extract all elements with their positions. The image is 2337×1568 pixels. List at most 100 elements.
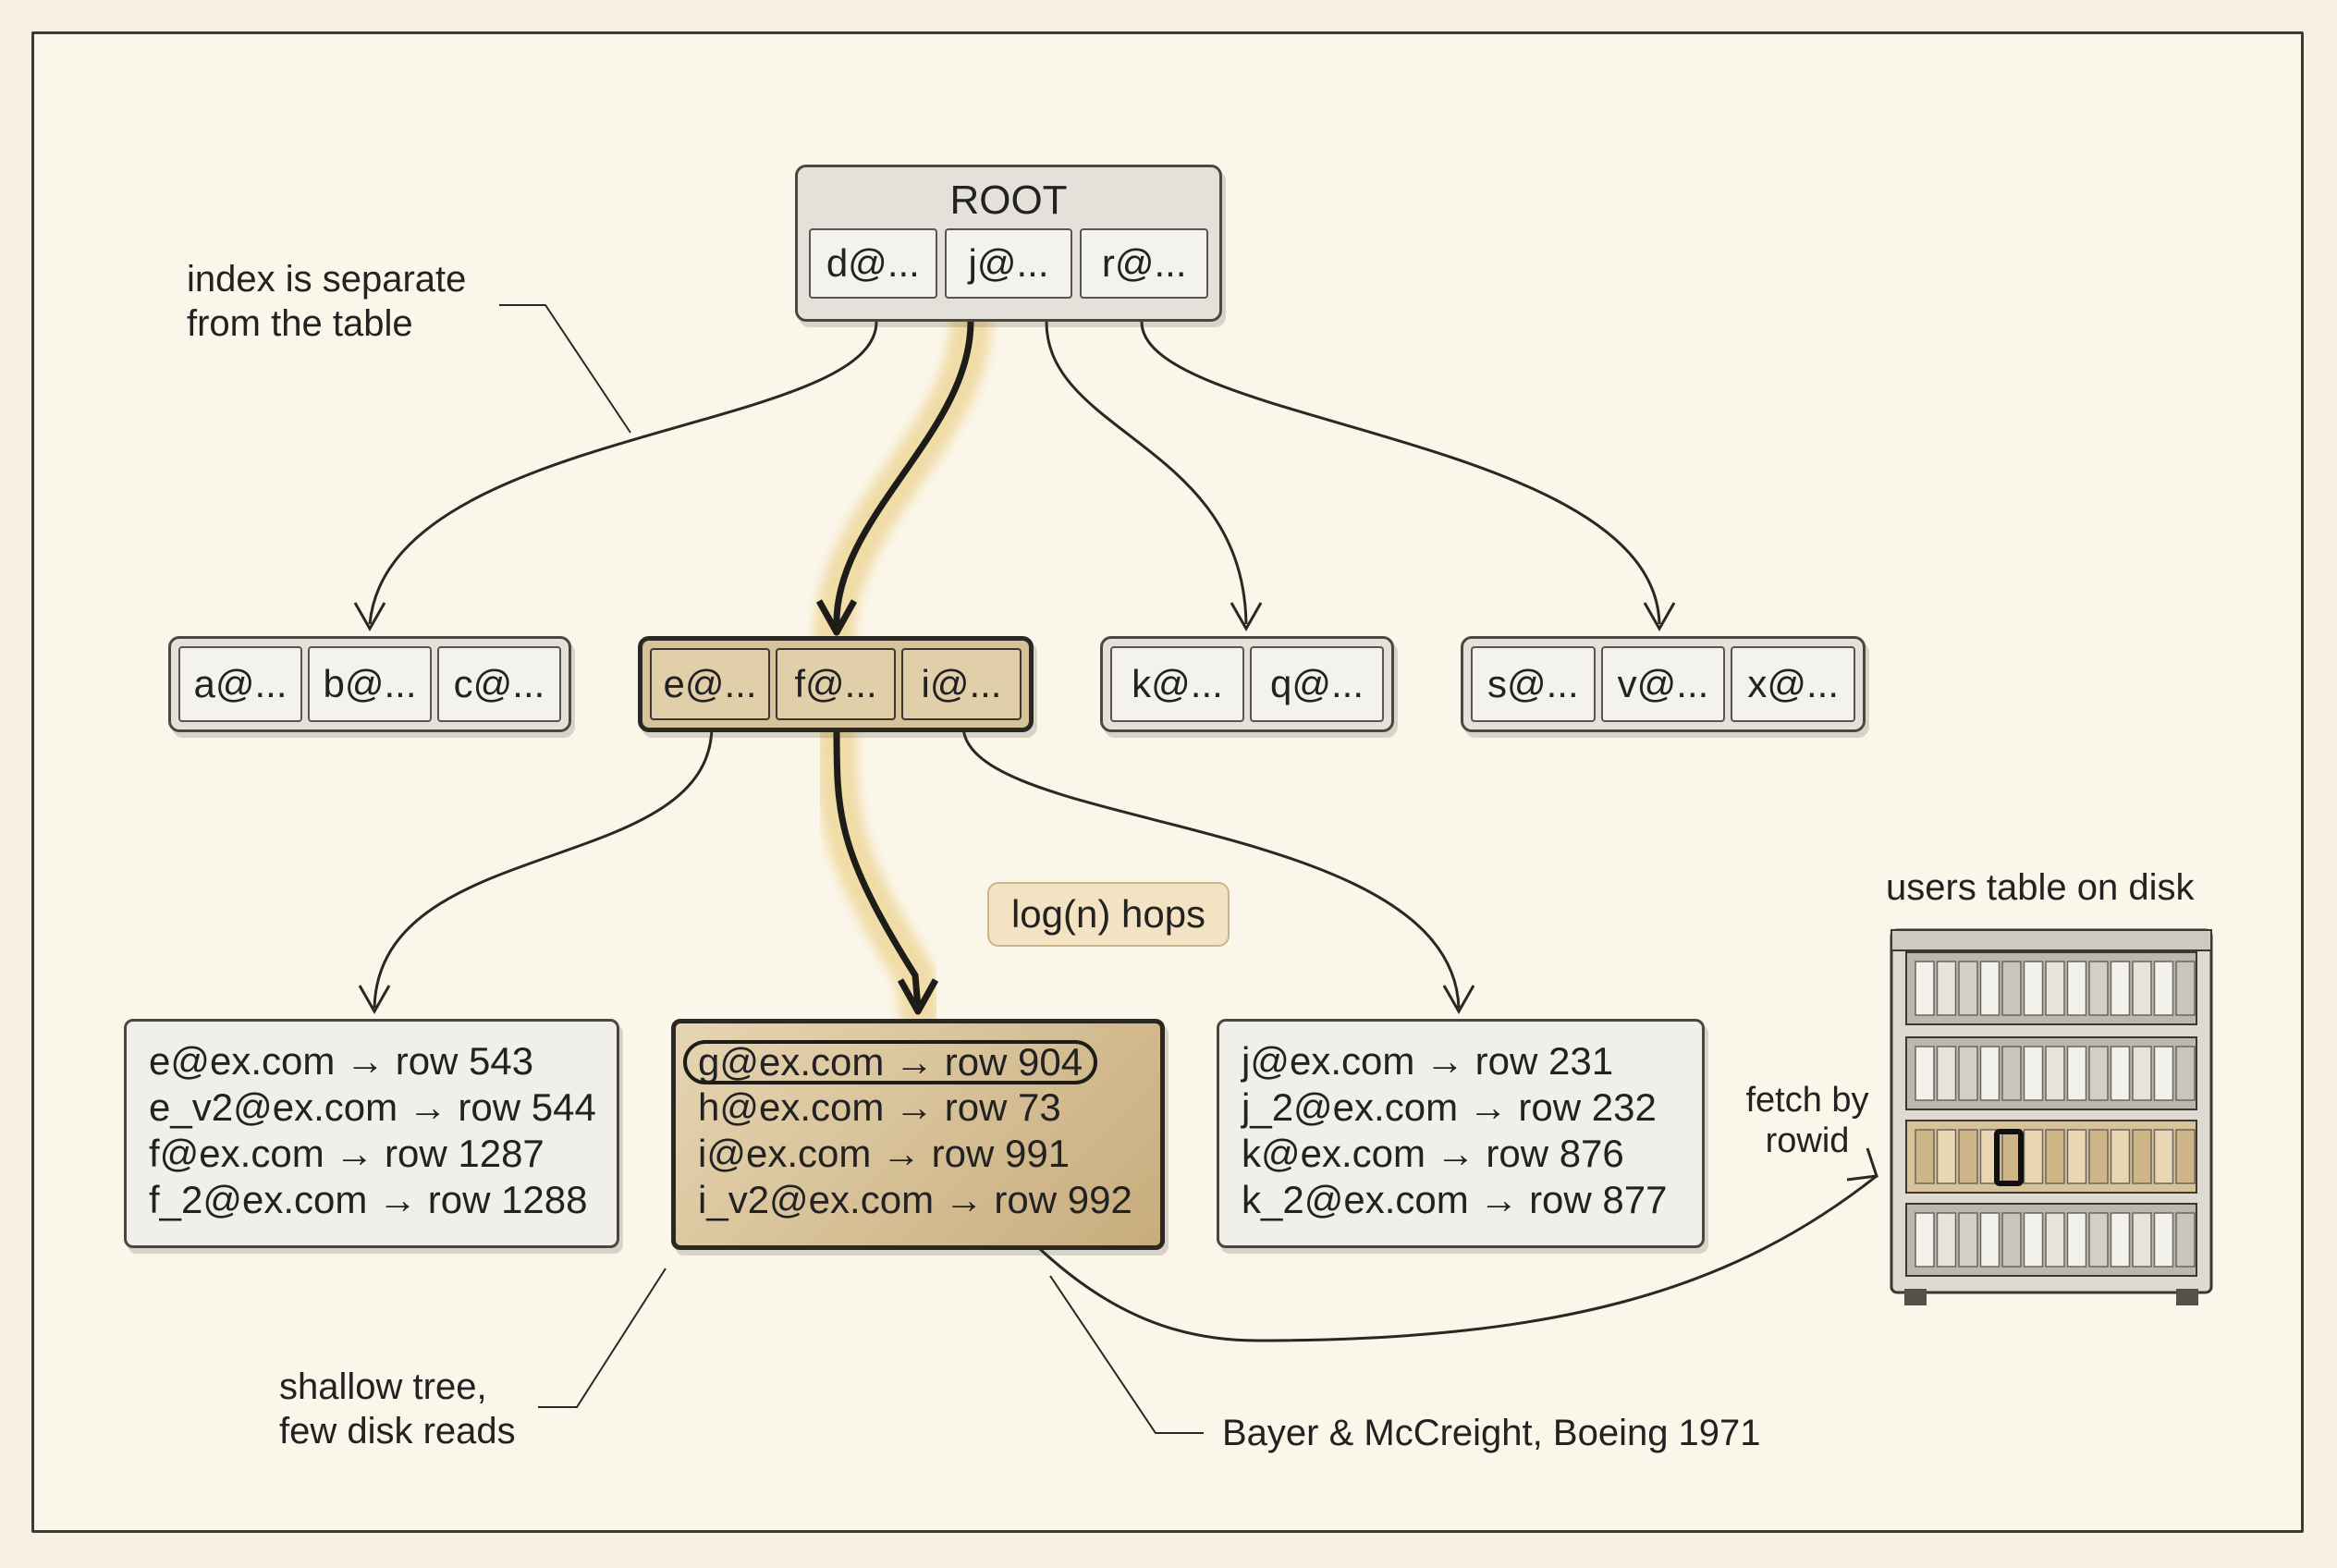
edge-node-e-to-leaf-1 xyxy=(373,725,714,1009)
arrowhead-node-e xyxy=(815,599,858,636)
rack-block xyxy=(2132,1129,2152,1184)
node-key: q@... xyxy=(1250,646,1384,722)
arrowhead-leaf-1 xyxy=(358,985,391,1015)
edge-node-f-to-leaf-2 xyxy=(833,725,922,1009)
node-key: c@... xyxy=(437,646,561,722)
leaf-entry-selected: g@ex.com → row 904 xyxy=(683,1040,1098,1084)
rack-block xyxy=(2110,1129,2131,1184)
rack-block xyxy=(2132,1212,2152,1268)
node-key: k@... xyxy=(1110,646,1244,722)
rack-block xyxy=(2088,1212,2109,1268)
rack-block xyxy=(2045,1129,2065,1184)
fetch-arrowhead xyxy=(1846,1147,1879,1182)
rack-block xyxy=(2023,1046,2044,1101)
rack-block xyxy=(1936,1046,1957,1101)
disk-rack-icon xyxy=(1890,928,2213,1305)
rack-block xyxy=(1979,1212,2001,1268)
leaf-entry: i@ex.com → row 991 xyxy=(698,1132,1071,1175)
rack-block xyxy=(2045,1212,2065,1268)
rack-block xyxy=(2066,1129,2087,1184)
rack-block xyxy=(2132,1046,2152,1101)
rack-block xyxy=(2175,1129,2196,1184)
leaf-entry: k_2@ex.com → row 877 xyxy=(1242,1178,1668,1221)
fetch-note: fetch by rowid xyxy=(1738,1080,1877,1161)
note-line: few disk reads xyxy=(279,1411,516,1452)
rack-block xyxy=(2045,961,2065,1016)
shallow-tree-note: shallow tree, few disk reads xyxy=(279,1365,516,1453)
leaf-entry: f_2@ex.com → row 1288 xyxy=(149,1178,588,1221)
edge-root-to-node-s xyxy=(1140,321,1661,625)
edge-root-to-node-a xyxy=(368,321,878,625)
leaf-entry: e_v2@ex.com → row 544 xyxy=(149,1085,596,1129)
rack-block xyxy=(1936,1212,1957,1268)
internal-node-e: e@... f@... i@... xyxy=(638,636,1034,732)
leaf-entry: j@ex.com → row 231 xyxy=(1242,1039,1614,1083)
root-key: r@... xyxy=(1080,228,1209,299)
root-node: ROOT d@... j@... r@... xyxy=(795,165,1222,322)
arrowhead-node-k xyxy=(1230,602,1263,632)
rack-block xyxy=(2132,961,2152,1016)
leaf-node-1: e@ex.com → row 543 e_v2@ex.com → row 544… xyxy=(124,1019,619,1248)
arrowhead-leaf-3 xyxy=(1442,985,1475,1015)
rack-block xyxy=(2066,961,2087,1016)
index-separate-note: index is separate from the table xyxy=(187,257,466,346)
root-key: j@... xyxy=(944,228,1073,299)
internal-node-a: a@... b@... c@... xyxy=(168,636,571,732)
rack-block xyxy=(2001,1212,2022,1268)
fetched-row-block xyxy=(1994,1129,2024,1186)
note-line: from the table xyxy=(187,303,413,344)
leader-shallow-note xyxy=(538,1268,667,1408)
root-key: d@... xyxy=(809,228,937,299)
rack-block xyxy=(2088,961,2109,1016)
arrowhead-node-a xyxy=(353,602,386,632)
log-hops-badge: log(n) hops xyxy=(987,882,1230,947)
rack-block xyxy=(2110,1212,2131,1268)
rack-block xyxy=(2023,961,2044,1016)
rack-block xyxy=(1915,1212,1935,1268)
rack-block xyxy=(1915,961,1935,1016)
note-line: rowid xyxy=(1765,1121,1850,1160)
arrowhead-node-s xyxy=(1643,602,1676,632)
edge-root-to-node-e xyxy=(833,321,974,630)
rack-block xyxy=(1915,1046,1935,1101)
node-key: i@... xyxy=(901,648,1022,720)
rack-block xyxy=(2110,1046,2131,1101)
note-line: fetch by xyxy=(1745,1081,1869,1120)
root-title: ROOT xyxy=(949,178,1068,223)
leaf-entry: h@ex.com → row 73 xyxy=(698,1085,1061,1129)
rack-block xyxy=(2088,1046,2109,1101)
rack-block xyxy=(1958,1046,1978,1101)
rack-block xyxy=(2153,961,2174,1016)
rack-block xyxy=(2023,1129,2044,1184)
rack-block xyxy=(1936,961,1957,1016)
internal-node-s: s@... v@... x@... xyxy=(1461,636,1866,732)
rack-block xyxy=(1915,1129,1935,1184)
rack-block xyxy=(1979,961,2001,1016)
leaf-entry: f@ex.com → row 1287 xyxy=(149,1132,544,1175)
rack-block xyxy=(2175,1212,2196,1268)
rack-block xyxy=(1936,1129,1957,1184)
node-key: a@... xyxy=(178,646,302,722)
rack-block xyxy=(2045,1046,2065,1101)
credit-note: Bayer & McCreight, Boeing 1971 xyxy=(1222,1413,1761,1453)
rack-block xyxy=(2001,1046,2022,1101)
leaf-entry: e@ex.com → row 543 xyxy=(149,1039,534,1083)
rack-block xyxy=(2153,1129,2174,1184)
node-key: b@... xyxy=(308,646,432,722)
rack-block xyxy=(2023,1212,2044,1268)
rack-block xyxy=(2066,1046,2087,1101)
edge-root-to-node-k xyxy=(1045,321,1248,625)
rack-block xyxy=(1979,1046,2001,1101)
rack-block xyxy=(2110,961,2131,1016)
rack-block xyxy=(2175,1046,2196,1101)
node-key: x@... xyxy=(1731,646,1856,722)
disk-title: users table on disk xyxy=(1886,867,2195,908)
node-key: e@... xyxy=(650,648,770,720)
internal-node-k: k@... q@... xyxy=(1100,636,1394,732)
leaf-entry: j_2@ex.com → row 232 xyxy=(1242,1085,1657,1129)
rack-block xyxy=(2153,1212,2174,1268)
node-key: f@... xyxy=(776,648,896,720)
rack-block xyxy=(2066,1212,2087,1268)
